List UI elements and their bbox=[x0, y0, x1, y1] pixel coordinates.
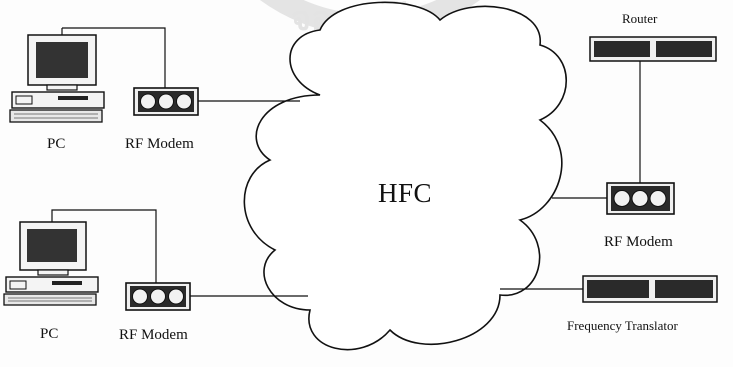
router-label: Router bbox=[622, 12, 657, 25]
rf-modem-right-icon bbox=[607, 183, 674, 214]
pc-top-icon bbox=[10, 35, 104, 122]
pc-bottom-label: PC bbox=[40, 327, 58, 342]
frequency-translator-label: Frequency Translator bbox=[567, 319, 678, 332]
frequency-translator-icon bbox=[583, 276, 717, 302]
link-pc-top-to-modem bbox=[96, 28, 165, 88]
hfc-label: HFC bbox=[378, 180, 432, 207]
router-icon bbox=[590, 37, 716, 61]
rf-modem-top-left-icon bbox=[134, 88, 198, 115]
rf-modem-bottom-left-icon bbox=[126, 283, 190, 310]
pc-top-label: PC bbox=[47, 137, 65, 152]
hfc-cloud bbox=[244, 2, 566, 349]
rf-modem-right-label: RF Modem bbox=[604, 235, 673, 250]
pc-bottom-icon bbox=[4, 222, 98, 305]
rf-modem-bottom-left-label: RF Modem bbox=[119, 328, 188, 343]
rf-modem-top-left-label: RF Modem bbox=[125, 137, 194, 152]
